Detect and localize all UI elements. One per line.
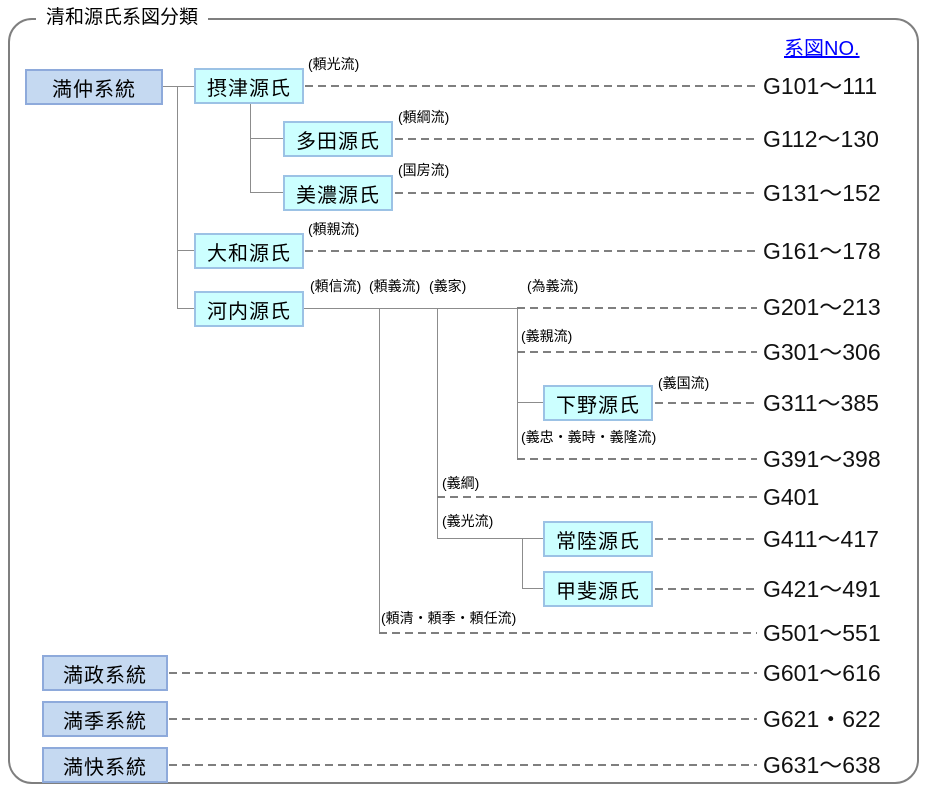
node-mino-genji: 美濃源氏 — [283, 175, 393, 211]
node-settsu-genji: 摂津源氏 — [194, 68, 304, 104]
diagram-frame — [8, 18, 919, 784]
branch-label-yorimitsu: (頼光流) — [308, 56, 360, 72]
branch-label-yoshichika: (義親流) — [521, 328, 573, 344]
gno-g401: G401 — [763, 484, 820, 510]
gno-g391-398: G391～398 — [763, 446, 881, 472]
leader-line — [655, 588, 757, 590]
node-kai-genji: 甲斐源氏 — [543, 571, 653, 607]
branch-label-yoshimitsu: (義光流) — [442, 513, 494, 529]
leader-line — [395, 138, 757, 140]
gno-g201-213: G201～213 — [763, 294, 881, 320]
keizu-no-link[interactable]: 系図NO. — [784, 38, 860, 60]
leader-line — [655, 538, 757, 540]
gno-g311-385: G311～385 — [763, 390, 879, 416]
node-tada-genji: 多田源氏 — [283, 121, 393, 157]
leader-line — [169, 718, 757, 720]
node-mitsusue-lineage: 満季系統 — [42, 701, 168, 737]
node-mitsumasa-lineage: 満政系統 — [42, 655, 168, 691]
connector-line — [177, 250, 194, 251]
leader-line — [517, 307, 757, 309]
connector-line — [437, 308, 438, 538]
leader-line — [517, 458, 757, 460]
connector-line — [517, 402, 543, 403]
leader-line — [305, 85, 757, 87]
branch-label-yoshikuni: (義国流) — [658, 375, 710, 391]
node-kawachi-genji: 河内源氏 — [194, 291, 304, 327]
gno-g301-306: G301～306 — [763, 339, 881, 365]
leader-line — [437, 496, 757, 498]
connector-line — [250, 192, 283, 193]
connector-line — [522, 588, 543, 589]
branch-label-yoshitada: (義忠・義時・義隆流) — [521, 429, 657, 445]
connector-line — [517, 308, 518, 459]
connector-line — [437, 538, 543, 539]
gno-g631-638: G631～638 — [763, 752, 881, 778]
gno-g161-178: G161～178 — [763, 238, 881, 264]
node-yamato-genji: 大和源氏 — [194, 233, 304, 269]
gno-g101-111: G101～111 — [763, 73, 878, 99]
branch-label-yorikiyo: (頼清・頼季・頼任流) — [381, 610, 517, 626]
branch-label-yoritsuna: (頼綱流) — [398, 109, 450, 125]
branch-label-yoshitsuna: (義綱) — [442, 475, 480, 491]
connector-line — [177, 308, 194, 309]
branch-label-kunifusa: (国房流) — [398, 162, 450, 178]
branch-label-yoshiie: (義家) — [429, 278, 467, 294]
connector-line — [177, 86, 178, 309]
gno-g411-417: G411～417 — [763, 526, 879, 552]
leader-line — [379, 632, 757, 634]
node-manju-lineage: 満仲系統 — [25, 69, 163, 105]
gno-g501-551: G501～551 — [763, 620, 881, 646]
node-mitsuyoshi-lineage: 満快系統 — [42, 747, 168, 783]
leader-line — [517, 351, 757, 353]
branch-label-yoriyoshi: (頼義流) — [369, 278, 421, 294]
gno-g112-130: G112～130 — [763, 126, 879, 152]
connector-line — [379, 308, 380, 633]
leader-line — [395, 192, 757, 194]
connector-line — [163, 86, 194, 87]
gno-g131-152: G131～152 — [763, 180, 881, 206]
node-hitachi-genji: 常陸源氏 — [543, 521, 653, 557]
leader-line — [305, 250, 757, 252]
leader-line — [655, 402, 757, 404]
node-shimotsuke-genji: 下野源氏 — [543, 385, 653, 421]
connector-line — [303, 308, 517, 309]
gno-g421-491: G421～491 — [763, 576, 881, 602]
leader-line — [169, 764, 757, 766]
gno-g621-622: G621・622 — [763, 706, 881, 732]
branch-label-yorinobu: (頼信流) — [310, 278, 362, 294]
connector-line — [250, 138, 283, 139]
branch-label-tameyoshi: (為義流) — [527, 278, 579, 294]
gno-g601-616: G601～616 — [763, 660, 881, 686]
connector-line — [250, 104, 251, 193]
connector-line — [522, 538, 523, 589]
leader-line — [169, 672, 757, 674]
diagram-title: 清和源氏系図分類 — [36, 6, 209, 30]
branch-label-yorichika: (頼親流) — [308, 221, 360, 237]
